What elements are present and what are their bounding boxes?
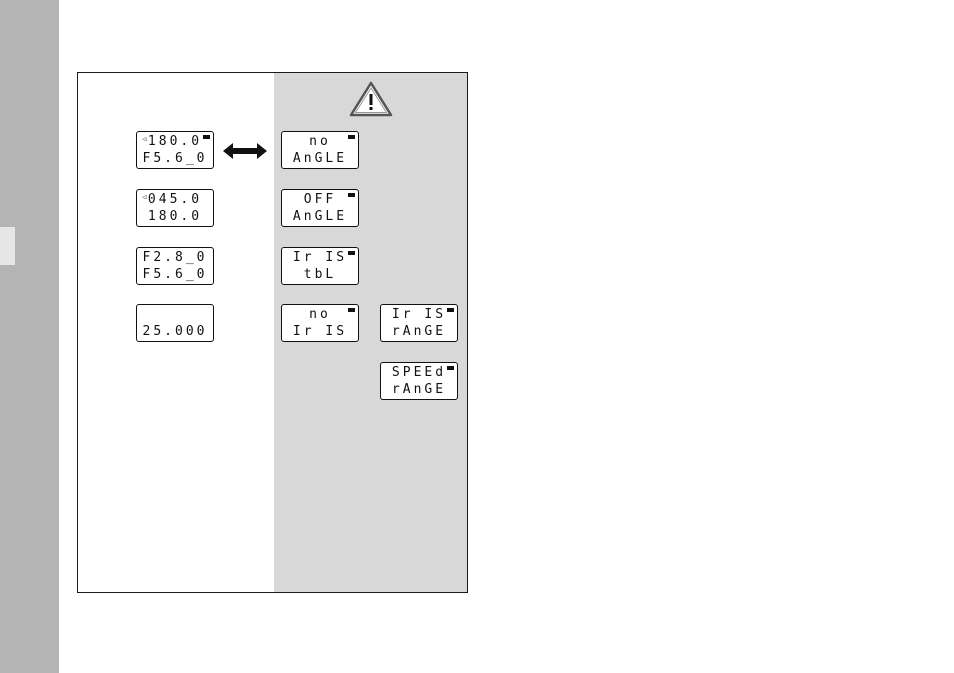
display-diagram-frame: ◁ 180.0 F5.6_0 ◁ 045.0 180.0 F2.8_0 F5.6… [77,72,468,593]
lcd-line-1: Ir IS [282,251,358,265]
lcd-line-1: F2.8_0 [137,251,213,265]
lcd-line-1: 180.0 [137,135,213,149]
lcd-line-2: F5.6_0 [137,268,213,282]
lcd-display-f-stops: F2.8_0 F5.6_0 [136,247,214,285]
lcd-display-angle-pair: ◁ 045.0 180.0 [136,189,214,227]
lcd-display-value: 25.000 [136,304,214,342]
lcd-display-iris-tbl: Ir IS tbL [281,247,359,285]
lcd-display-angle-fs: ◁ 180.0 F5.6_0 [136,131,214,169]
lcd-display-speed-range: SPEEd rAnGE [380,362,458,400]
lcd-display-no-iris: no Ir IS [281,304,359,342]
lcd-line-1: 045.0 [137,193,213,207]
lcd-line-1: SPEEd [381,366,457,380]
lcd-line-2: AnGLE [282,152,358,166]
lcd-line-1: Ir IS [381,308,457,322]
lcd-line-2: AnGLE [282,210,358,224]
lcd-line-2: 180.0 [137,210,213,224]
lcd-display-iris-range: Ir IS rAnGE [380,304,458,342]
lcd-line-1: no [282,135,358,149]
lcd-line-2: rAnGE [381,325,457,339]
double-arrow-icon [223,143,267,159]
lcd-line-1: OFF [282,193,358,207]
page-sidebar [0,0,59,673]
chapter-tab [0,227,15,265]
lcd-line-2: Ir IS [282,325,358,339]
lcd-line-2: tbL [282,268,358,282]
lcd-line-2: 25.000 [137,325,213,339]
lcd-line-2: F5.6_0 [137,152,213,166]
lcd-line-2: rAnGE [381,383,457,397]
warning-triangle-icon [349,81,393,117]
lcd-display-off-angle: OFF AnGLE [281,189,359,227]
lcd-display-no-angle: no AnGLE [281,131,359,169]
lcd-line-1: no [282,308,358,322]
